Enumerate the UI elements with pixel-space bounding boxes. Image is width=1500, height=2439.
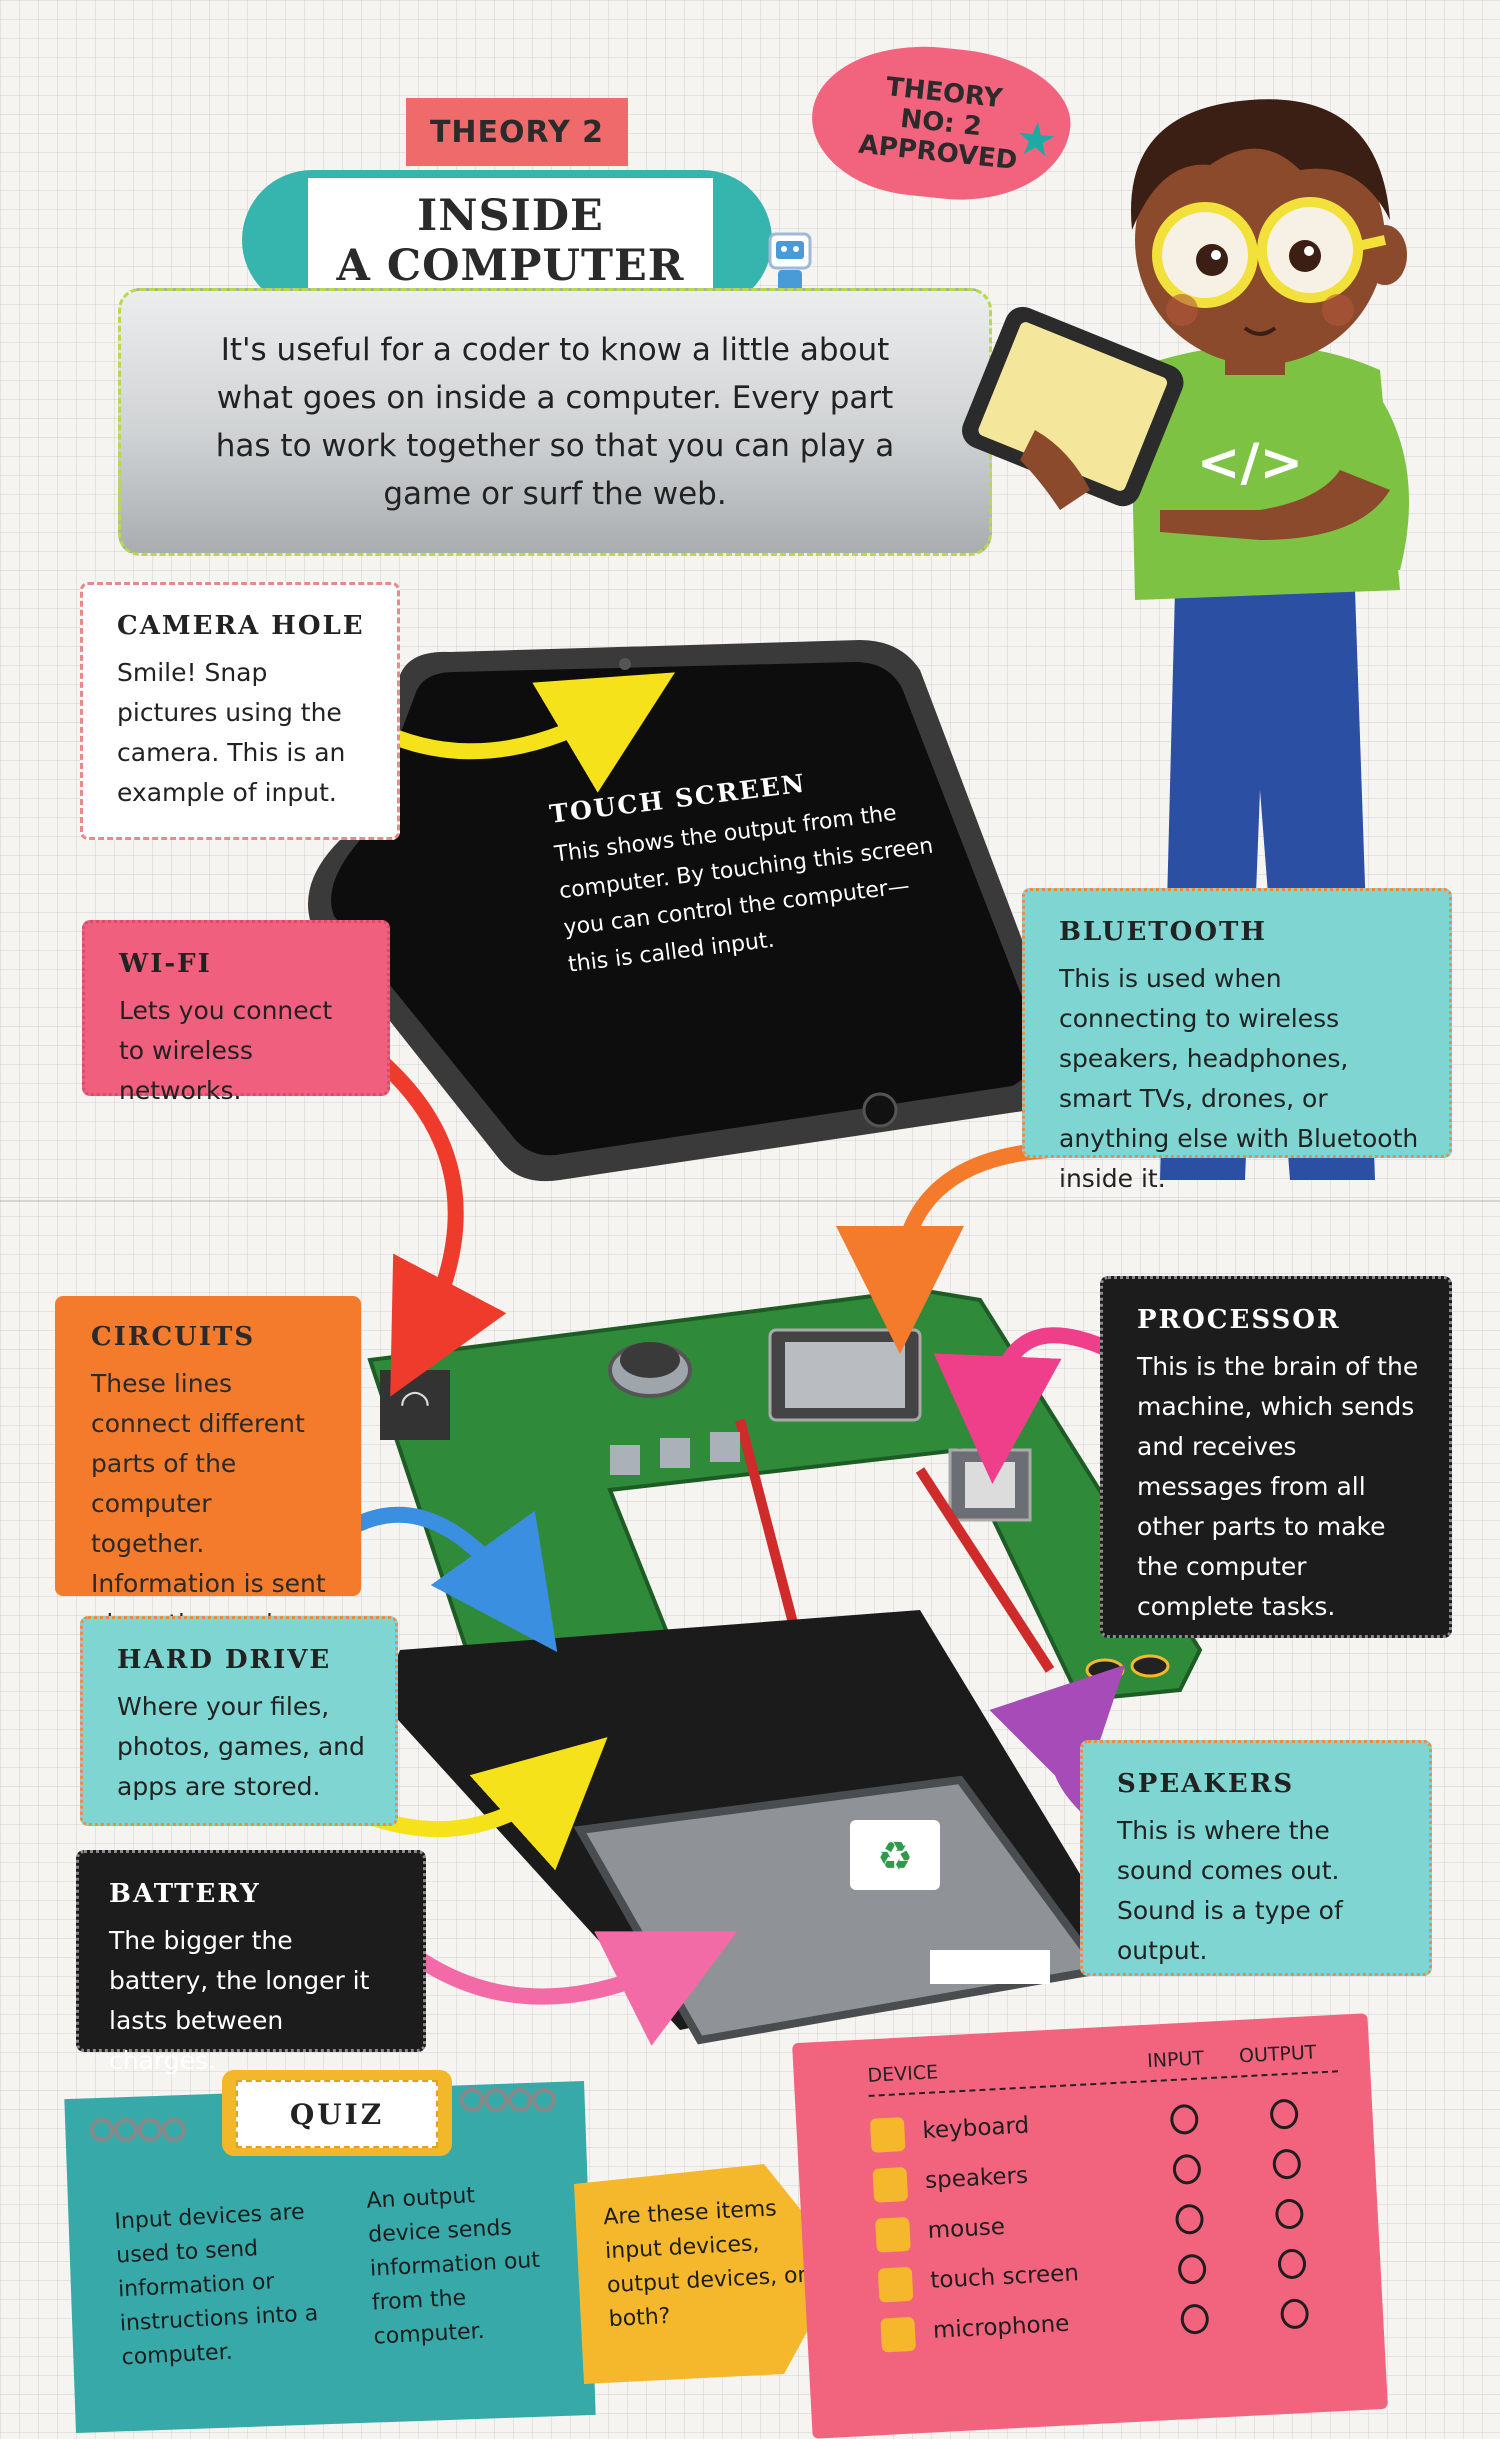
col-input-header: INPUT	[1146, 2047, 1205, 2073]
intro-panel: It's useful for a coder to know a little…	[118, 288, 992, 556]
battery-card: BATTERY The bigger the battery, the long…	[76, 1850, 426, 2075]
hard-drive-title: HARD DRIVE	[117, 1645, 332, 1675]
device-label: microphone	[932, 2310, 1070, 2344]
battery-body: The bigger the battery, the longer it la…	[109, 1926, 370, 2075]
output-answer-circle[interactable]	[1269, 2098, 1299, 2130]
home-button-icon	[862, 1092, 898, 1128]
quiz-output-definition: An output device sends information out f…	[365, 2183, 541, 2350]
page-fold	[0, 1200, 1500, 1202]
recycle-icon: ♻	[877, 1834, 913, 1880]
processor-card: PROCESSOR This is the brain of the machi…	[1100, 1276, 1452, 1638]
spiral-binding-right	[460, 2080, 570, 2120]
bullet-square-icon	[869, 2117, 906, 2153]
quiz-question: Are these items input devices, output de…	[602, 2196, 808, 2333]
col-output-header: OUTPUT	[1238, 2041, 1318, 2068]
bullet-square-icon	[880, 2316, 917, 2353]
processor-title: PROCESSOR	[1137, 1305, 1341, 1335]
output-answer-circle[interactable]	[1277, 2248, 1307, 2280]
input-answer-circle[interactable]	[1169, 2103, 1200, 2136]
tablet-screen-illustration	[308, 640, 1062, 1182]
input-answer-circle[interactable]	[1180, 2303, 1210, 2335]
processor-body: This is the brain of the machine, which …	[1137, 1352, 1419, 1621]
theory-tag: THEORY 2	[406, 98, 628, 166]
camera-hole-icon	[619, 658, 631, 670]
camera-hole-card: CAMERA HOLE Smile! Snap pictures using t…	[80, 582, 400, 840]
circuits-body: These lines connect different parts of t…	[91, 1369, 326, 1638]
spiral-binding-left	[90, 2110, 210, 2142]
device-label: touch screen	[929, 2260, 1080, 2294]
output-answer-circle[interactable]	[1279, 2298, 1310, 2330]
battery-case-illustration: ♻	[380, 1610, 1120, 2045]
speakers-card: SPEAKERS This is where the sound comes o…	[1080, 1740, 1432, 1976]
camera-hole-title: CAMERA HOLE	[117, 611, 365, 641]
device-label: mouse	[927, 2213, 1006, 2244]
speakers-title: SPEAKERS	[1117, 1769, 1295, 1799]
quiz-input-definition: Input devices are used to send informati…	[113, 2199, 319, 2371]
speakers-body: This is where the sound comes out. Sound…	[1117, 1816, 1343, 1965]
input-answer-circle[interactable]	[1174, 2203, 1205, 2235]
shirt-code-text: </>	[1197, 433, 1303, 493]
intro-text: It's useful for a coder to know a little…	[215, 332, 895, 512]
svg-text:◠: ◠	[399, 1383, 430, 1424]
circuits-title: CIRCUITS	[91, 1322, 256, 1352]
bluetooth-card: BLUETOOTH This is used when connecting t…	[1022, 888, 1452, 1193]
hard-drive-body: Where your files, photos, games, and app…	[117, 1692, 365, 1801]
bluetooth-body: This is used when connecting to wireless…	[1059, 964, 1419, 1193]
bullet-square-icon	[875, 2216, 911, 2253]
bullet-square-icon	[872, 2167, 909, 2203]
hard-drive-card: HARD DRIVE Where your files, photos, gam…	[80, 1616, 398, 1826]
wifi-card: WI-FI Lets you connect to wireless netwo…	[82, 920, 390, 1105]
input-answer-circle[interactable]	[1177, 2253, 1207, 2285]
input-answer-circle[interactable]	[1172, 2153, 1202, 2186]
output-answer-circle[interactable]	[1274, 2198, 1305, 2230]
quiz-label: QUIZ	[236, 2080, 438, 2148]
device-label: speakers	[924, 2162, 1029, 2195]
question-arrow-shape	[574, 2164, 844, 2384]
bluetooth-title: BLUETOOTH	[1059, 917, 1267, 947]
wifi-title: WI-FI	[119, 949, 212, 979]
circuits-card: CIRCUITS These lines connect different p…	[55, 1296, 361, 1638]
bullet-square-icon	[877, 2266, 914, 2303]
col-device-header: DEVICE	[867, 2061, 939, 2087]
wifi-body: Lets you connect to wireless networks.	[119, 996, 333, 1105]
device-label: keyboard	[921, 2112, 1030, 2145]
page-title: INSIDE A COMPUTER	[308, 178, 713, 303]
page-title-line2: A COMPUTER	[336, 240, 685, 291]
page-title-line1: INSIDE	[417, 190, 604, 241]
output-answer-circle[interactable]	[1272, 2148, 1302, 2180]
camera-hole-body: Smile! Snap pictures using the camera. T…	[117, 658, 346, 807]
battery-title: BATTERY	[109, 1879, 261, 1909]
